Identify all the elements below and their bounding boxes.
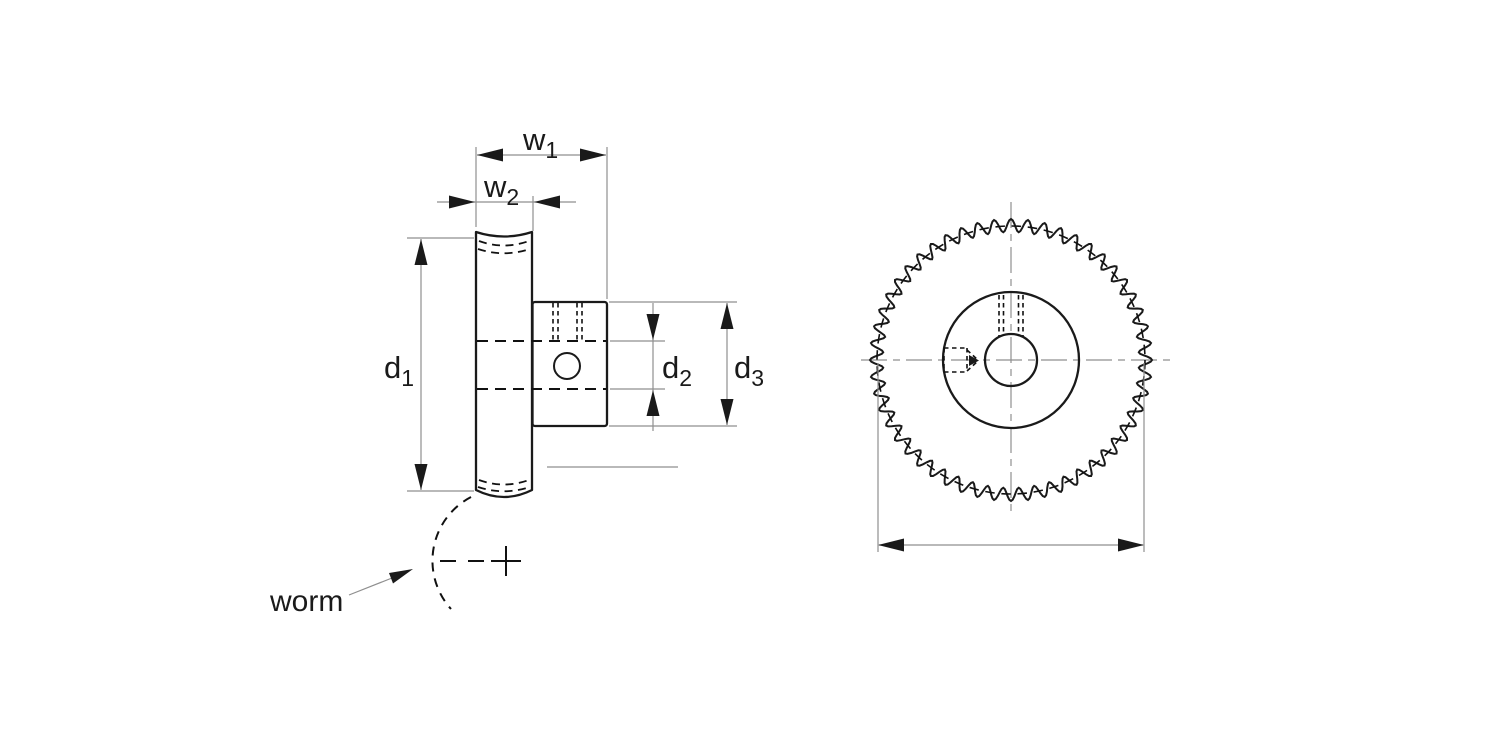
- label-w2: w2: [483, 169, 519, 210]
- label-w1: w1: [522, 122, 558, 163]
- arrowhead-w2-right: [534, 195, 560, 209]
- set-screw-circle: [553, 352, 581, 380]
- arrowhead-d3-bottom: [720, 399, 734, 425]
- label-worm: worm: [269, 585, 343, 618]
- throat-hidden-arc-top-1: [478, 240, 530, 247]
- worm-leader-line: [348, 577, 393, 596]
- label-d3: d3: [734, 350, 764, 391]
- arrowhead-d3-top: [720, 303, 734, 329]
- front-view: [861, 202, 1171, 552]
- worm-leader-arrowhead: [389, 569, 413, 584]
- arrowhead-d1-top: [414, 239, 428, 265]
- label-d1: d1: [384, 350, 414, 391]
- throat-hidden-arc-bottom-2: [477, 486, 531, 493]
- front-set-screw-hidden: [943, 347, 979, 373]
- gear-teeth: [868, 217, 1154, 503]
- throat-hidden-arc-bottom-1: [478, 479, 530, 486]
- gear-rim-outline: [474, 230, 534, 499]
- front-arrowhead-left: [878, 538, 904, 552]
- set-screw-cone-lower: [966, 360, 979, 372]
- set-screw-tip: [969, 355, 979, 366]
- pitch-circle: [876, 225, 1146, 495]
- hub-circle: [941, 290, 1081, 430]
- bore-circle: [983, 332, 1039, 388]
- arrowhead-w1-right: [580, 148, 606, 162]
- arrowhead-w1-left: [477, 148, 503, 162]
- arrowhead-d2-top: [646, 314, 660, 340]
- arrowhead-w2-left: [449, 195, 475, 209]
- worm-circle: [431, 496, 472, 610]
- arrowhead-d1-bottom: [414, 464, 428, 490]
- label-d2: d2: [662, 350, 692, 391]
- hub-outline: [531, 300, 609, 428]
- throat-hidden-arc-top-2: [477, 248, 531, 255]
- set-screw-cone-upper: [966, 349, 979, 361]
- arrowhead-d2-bottom: [646, 390, 660, 416]
- front-arrowhead-right: [1118, 538, 1144, 552]
- side-view: w1 w2 d1 d2 d3 worm: [269, 122, 764, 618]
